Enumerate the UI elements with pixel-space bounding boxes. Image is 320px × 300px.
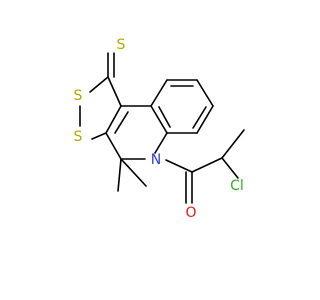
bond	[196, 105, 214, 134]
molecule-structure: S S S N O Cl	[74, 37, 245, 221]
bond-lines	[79, 52, 245, 204]
bond	[191, 157, 223, 173]
bond	[91, 132, 107, 140]
bond	[117, 158, 122, 192]
atom-label-nitrogen: N	[151, 152, 161, 168]
bond	[158, 106, 171, 128]
atom-label-chlorine: Cl	[230, 178, 244, 194]
bond	[150, 105, 168, 134]
atom-label-thione-sulfur: S	[117, 37, 126, 53]
atom-label-carbonyl-oxygen: O	[185, 205, 196, 221]
bond	[221, 129, 245, 159]
bond	[150, 79, 168, 107]
bond	[114, 111, 129, 134]
bond	[89, 76, 109, 93]
bond	[105, 105, 122, 134]
bond	[196, 79, 214, 107]
bond	[192, 106, 207, 129]
bond	[120, 158, 147, 187]
bond	[165, 159, 193, 173]
atom-label-ring-sulfur-upper: S	[74, 88, 83, 104]
bond	[221, 157, 239, 179]
bond	[154, 132, 168, 154]
bond	[107, 76, 122, 107]
bond	[105, 132, 122, 160]
atom-label-ring-sulfur-lower: S	[74, 129, 83, 145]
